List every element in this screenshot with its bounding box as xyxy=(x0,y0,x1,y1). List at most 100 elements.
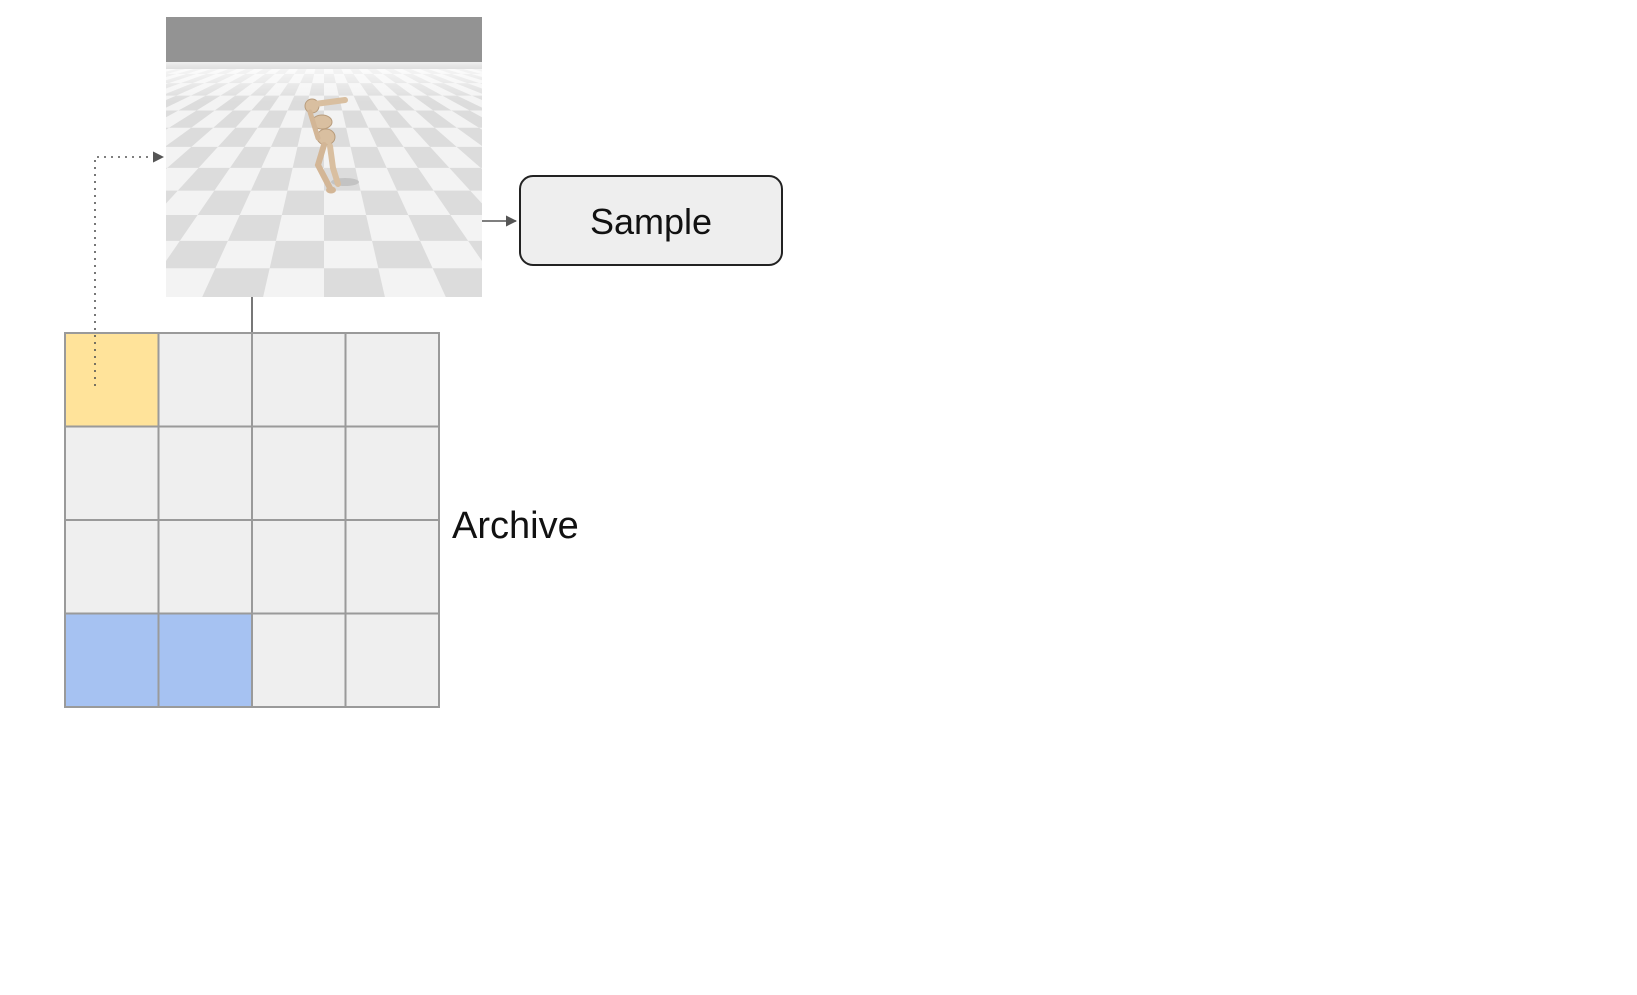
floor-tile xyxy=(867,268,994,297)
archive-cell-r2-c2 xyxy=(157,425,253,521)
floor-tile xyxy=(1084,268,1237,297)
floor-tile xyxy=(0,147,6,168)
floor-tile xyxy=(257,110,288,128)
floor-tile xyxy=(520,74,575,83)
floor-tile xyxy=(360,190,409,215)
floor-tile xyxy=(167,146,218,168)
floor-tile xyxy=(0,96,13,111)
floor-tile xyxy=(501,96,560,111)
floor-tile xyxy=(378,110,413,128)
floor-tile xyxy=(166,127,170,130)
floor-tile xyxy=(1166,215,1333,241)
floor-tile xyxy=(945,191,1082,215)
archive-cell-r2-c4 xyxy=(344,425,440,521)
floor-tile xyxy=(33,96,103,111)
archive-cell-r3-c3 xyxy=(251,519,347,615)
floor-tile xyxy=(1082,215,1237,241)
floor-tile xyxy=(43,83,109,95)
floor-tile xyxy=(342,110,369,128)
floor-tile xyxy=(480,73,482,75)
floor-tile xyxy=(85,74,138,83)
sky xyxy=(166,17,482,69)
floor-tile xyxy=(590,128,669,147)
floor-tile xyxy=(479,83,482,85)
floor-tile xyxy=(468,240,482,262)
floor-tile xyxy=(872,191,998,215)
floor-tile xyxy=(73,83,133,95)
floor-tile xyxy=(432,268,482,297)
floor-tile xyxy=(1302,268,1481,297)
floor-tile xyxy=(1333,241,1519,268)
archive-grid xyxy=(64,332,440,708)
floor-tile xyxy=(799,191,914,215)
floor-tile xyxy=(0,191,32,215)
archive-cell-r1-c2 xyxy=(157,332,253,428)
floor-tile xyxy=(456,127,482,147)
floor-tile xyxy=(527,83,590,95)
floor-tile xyxy=(575,83,649,95)
floor-tile xyxy=(524,111,589,128)
floor-tile xyxy=(0,147,59,168)
floor-tile xyxy=(775,147,888,168)
floor-tile xyxy=(1091,191,1250,215)
floor-tile xyxy=(118,69,150,74)
floor-tile xyxy=(408,214,469,241)
archive-label: Archive xyxy=(452,505,579,547)
floor-tile xyxy=(217,127,258,147)
archive-cell-r3-c1 xyxy=(64,519,160,615)
floor-tile xyxy=(616,147,700,168)
floor-tile xyxy=(61,74,118,83)
floor-tile xyxy=(503,83,560,95)
floor-tile xyxy=(1045,241,1193,268)
floor-tile xyxy=(449,167,482,191)
floor-tile xyxy=(166,110,179,118)
floor-tile xyxy=(36,215,114,241)
floor-tile xyxy=(368,127,404,147)
floor-tile xyxy=(102,83,157,95)
sample-box: Sample xyxy=(519,175,783,266)
floor-tile xyxy=(270,127,302,147)
floor-tile xyxy=(456,146,482,168)
floor-tile xyxy=(829,215,948,241)
floor-tile xyxy=(551,83,620,95)
archive-cell-r1-c3 xyxy=(251,332,347,428)
floor-tile xyxy=(0,111,69,128)
floor-tile xyxy=(229,146,271,168)
floor-tile xyxy=(105,96,161,111)
floor-tile xyxy=(177,167,230,191)
floor-tile xyxy=(412,127,457,147)
floor-tile xyxy=(202,268,270,297)
floor-tile xyxy=(531,96,597,111)
floor-tile xyxy=(669,147,763,168)
floor-tile xyxy=(6,128,81,147)
archive-cell-r4-c4 xyxy=(344,612,440,708)
floor-tile xyxy=(105,147,165,168)
floor-tile xyxy=(213,110,252,128)
floor-tile xyxy=(433,190,482,215)
floor-tile xyxy=(350,146,387,168)
floor-tile xyxy=(386,167,434,191)
floor-tile xyxy=(507,69,540,74)
floor-tile xyxy=(998,215,1141,241)
floor-tile xyxy=(69,96,132,111)
floor-tile xyxy=(634,111,723,128)
archive-cell-r1-c4 xyxy=(344,332,440,428)
floor-tile xyxy=(0,111,33,128)
floor-tile xyxy=(166,167,168,170)
floor-tile xyxy=(759,268,873,297)
floor-tile xyxy=(403,146,450,168)
archive-cell-r2-c3 xyxy=(251,425,347,521)
floor-tile xyxy=(563,147,638,168)
floor-tile xyxy=(166,240,228,269)
horizon-haze xyxy=(166,62,482,102)
floor-tile xyxy=(1237,241,1410,268)
floor-tile xyxy=(372,240,433,269)
floor-tile xyxy=(59,128,125,147)
floor-tile xyxy=(722,128,828,147)
floor-tile xyxy=(166,127,214,147)
floor-tile xyxy=(169,110,215,128)
floor-tile xyxy=(561,96,634,111)
floor-tile xyxy=(0,268,52,297)
floor-tile xyxy=(1141,241,1302,268)
floor-tile xyxy=(620,96,707,111)
